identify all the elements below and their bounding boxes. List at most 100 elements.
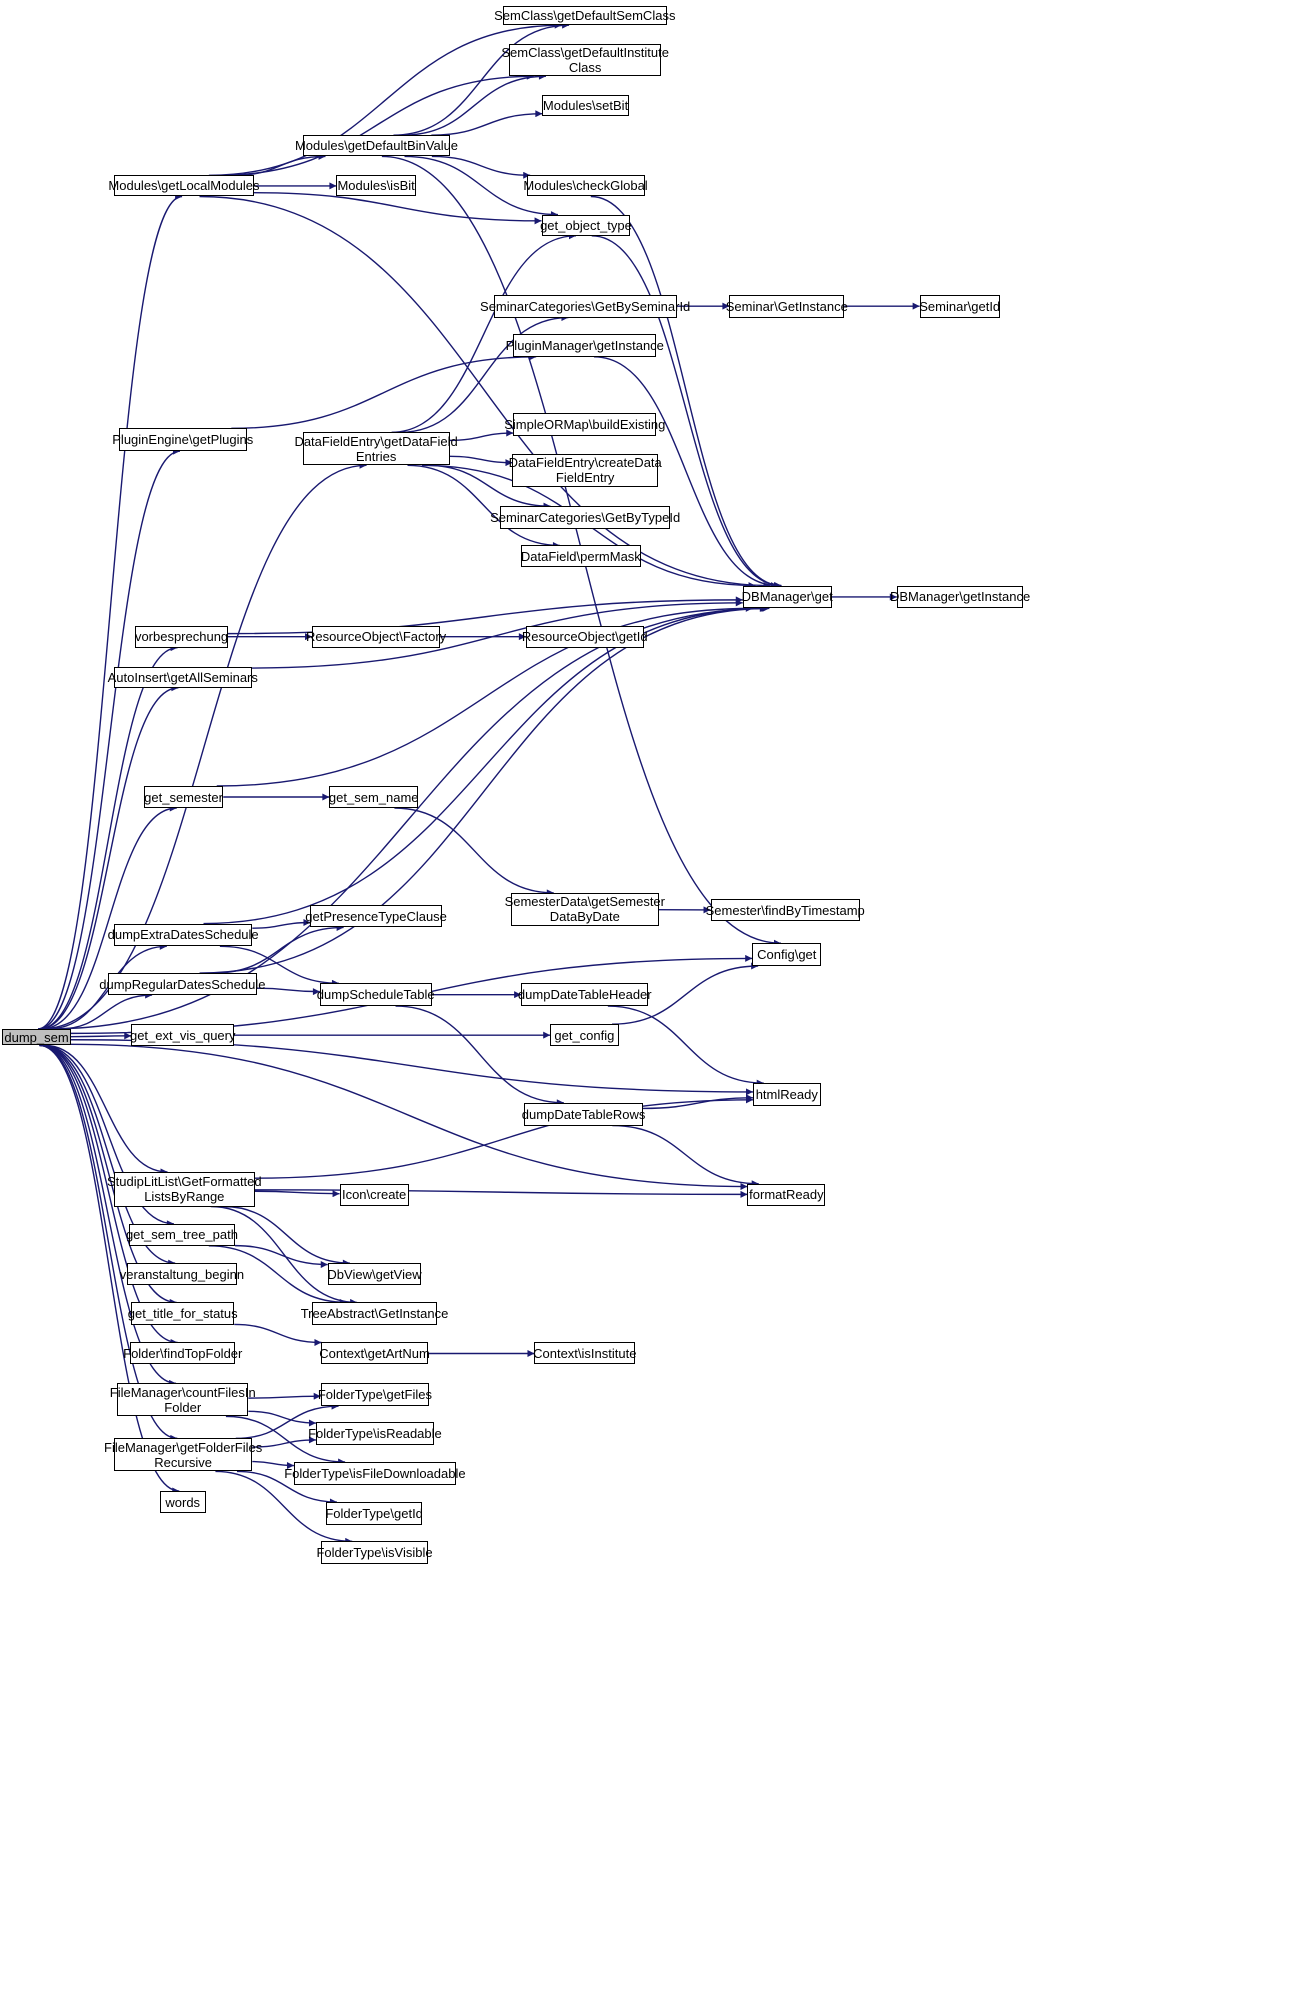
node-label: Seminar\GetInstance: [725, 298, 848, 314]
node-veranstaltung-beginn[interactable]: veranstaltung_beginn: [120, 1263, 244, 1286]
node-get-ext-vis-query[interactable]: get_ext_vis_query: [129, 1024, 236, 1047]
node-autoinsert-getallseminars[interactable]: AutoInsert\getAllSeminars: [108, 666, 258, 688]
node-label: TreeAbstract\GetInstance: [300, 1306, 449, 1322]
node-dbmanager-getinstance[interactable]: DBManager\getInstance: [890, 585, 1030, 609]
node-foldertype-getfiles[interactable]: FolderType\getFiles: [317, 1383, 432, 1407]
node-seminarcategories-getbyseminarid[interactable]: SeminarCategories\GetBySeminarId: [480, 294, 690, 318]
node-modules-getdefaultbinvalue[interactable]: Modules\getDefaultBinValue: [295, 135, 458, 157]
edge-datafieldentry-getdatafieldentries-to-seminarcategories-getbyseminarid: [400, 314, 569, 433]
node-filemanager-getfolderfilesrecursive[interactable]: FileManager\getFolderFiles Recursive: [104, 1438, 262, 1472]
node-semesterdata-getsemesterdatabydate[interactable]: SemesterData\getSemester DataByDate: [505, 892, 665, 926]
node-label: get_semester: [144, 789, 223, 805]
node-label: DataFieldEntry\getDataField Entries: [294, 433, 458, 464]
node-label: SemesterData\getSemester DataByDate: [504, 894, 665, 925]
node-simpleormap-buildexisting[interactable]: SimpleORMap\buildExisting: [504, 413, 665, 437]
node-context-isinstitute[interactable]: Context\isInstitute: [533, 1342, 636, 1365]
node-pluginengine-getplugins[interactable]: PluginEngine\getPlugins: [112, 428, 253, 452]
edge-filemanager-countfilesinfolder-to-foldertype-getfiles: [248, 1392, 321, 1400]
node-get-object-type[interactable]: get_object_type: [540, 214, 632, 236]
node-modules-isbit[interactable]: Modules\isBit: [336, 175, 416, 197]
edge-dump-sem-to-get-semester: [41, 804, 177, 1030]
node-label: words: [165, 1494, 201, 1510]
node-get-sem-tree-path[interactable]: get_sem_tree_path: [125, 1223, 238, 1246]
node-label: Modules\isBit: [337, 178, 415, 194]
node-foldertype-getid[interactable]: FolderType\getId: [325, 1502, 423, 1525]
node-icon-create[interactable]: Icon\create: [339, 1183, 409, 1206]
node-label: DataField\permMask: [520, 548, 641, 564]
edge-modules-getlocalmodules-to-modules-getdefaultbinvalue: [234, 152, 326, 176]
node-modules-getlocalmodules[interactable]: Modules\getLocalModules: [108, 175, 259, 197]
edge-filemanager-getfolderfilesrecursive-to-foldertype-getfiles: [235, 1402, 339, 1440]
node-vorbesprechung[interactable]: vorbesprechung: [135, 625, 228, 648]
node-get-config[interactable]: get_config: [550, 1024, 619, 1047]
node-modules-checkglobal[interactable]: Modules\checkGlobal: [523, 175, 648, 197]
edge-dumpregulardatesschedule-to-dumpscheduletable: [257, 987, 320, 996]
edge-get-object-type-to-dbmanager-get: [591, 235, 782, 590]
node-dumpregulardatesschedule[interactable]: dumpRegularDatesSchedule: [99, 973, 265, 996]
node-dumpscheduletable[interactable]: dumpScheduleTable: [316, 983, 435, 1007]
node-semclass-getdefaultsemclass[interactable]: SemClass\getDefaultSemClass: [494, 5, 675, 26]
node-get-semester[interactable]: get_semester: [143, 786, 224, 808]
edge-get-sem-name-to-semesterdata-getsemesterdatabydate: [394, 807, 554, 897]
node-seminarcategories-getbytypeid[interactable]: SeminarCategories\GetByTypeId: [490, 506, 680, 529]
edge-dumpregulardatesschedule-to-getpresencetypeclause: [213, 923, 344, 974]
node-htmlready[interactable]: htmlReady: [752, 1083, 821, 1106]
node-label: Config\get: [757, 947, 817, 963]
node-datafield-permmask[interactable]: DataField\permMask: [520, 545, 641, 568]
node-dbview-getview[interactable]: DbView\getView: [327, 1263, 422, 1286]
node-label: get_sem_tree_path: [125, 1227, 238, 1243]
node-words[interactable]: words: [159, 1491, 206, 1514]
node-studiplitlist-getformattedlistsbyrange[interactable]: StudipLitList\GetFormatted ListsByRange: [107, 1171, 262, 1207]
node-dbmanager-get[interactable]: DBManager\get: [742, 585, 833, 609]
edge-dump-sem-to-studiplitlist-getformattedlistsbyrange: [44, 1044, 168, 1176]
node-label: FolderType\getFiles: [317, 1387, 432, 1403]
node-label: Semester\findByTimestamp: [705, 902, 865, 918]
node-label: get_ext_vis_query: [129, 1027, 236, 1043]
node-treeabstract-getinstance[interactable]: TreeAbstract\GetInstance: [301, 1302, 448, 1326]
node-seminar-getid[interactable]: Seminar\getId: [919, 294, 1000, 318]
node-label: DataFieldEntry\createData FieldEntry: [508, 455, 662, 486]
node-pluginmanager-getinstance[interactable]: PluginManager\getInstance: [506, 334, 664, 357]
node-get-title-for-status[interactable]: get_title_for_status: [128, 1302, 238, 1326]
node-label: dumpScheduleTable: [316, 987, 435, 1003]
node-dumpdatetableheader[interactable]: dumpDateTableHeader: [518, 983, 652, 1007]
edge-filemanager-countfilesinfolder-to-foldertype-isfiledownloadable: [225, 1415, 346, 1466]
edge-dumpextradatesschedule-to-dbmanager-get: [203, 604, 767, 925]
node-datafieldentry-getdatafieldentries[interactable]: DataFieldEntry\getDataField Entries: [294, 432, 458, 466]
node-filemanager-countfilesinfolder[interactable]: FileManager\countFilesIn Folder: [110, 1383, 256, 1417]
node-resourceobject-getid[interactable]: ResourceObject\getId: [522, 625, 648, 648]
node-getpresencetypeclause[interactable]: getPresenceTypeClause: [305, 904, 447, 928]
node-get-sem-name[interactable]: get_sem_name: [329, 786, 419, 808]
edge-pluginmanager-getinstance-to-dbmanager-get: [593, 356, 779, 590]
node-dumpdatetablerows[interactable]: dumpDateTableRows: [522, 1102, 645, 1126]
node-foldertype-isvisible[interactable]: FolderType\isVisible: [316, 1541, 433, 1565]
edge-datafieldentry-getdatafieldentries-to-get-object-type: [391, 232, 577, 433]
node-semclass-getdefaultinstituteclass[interactable]: SemClass\getDefaultInstitute Class: [501, 44, 669, 77]
edge-datafieldentry-getdatafieldentries-to-datafieldentry-createdatafieldentry: [449, 455, 513, 467]
node-config-get[interactable]: Config\get: [752, 943, 822, 966]
node-foldertype-isreadable[interactable]: FolderType\isReadable: [308, 1421, 442, 1445]
edge-get-semester-to-dbmanager-get: [216, 604, 753, 787]
node-label: DBManager\getInstance: [889, 589, 1031, 605]
node-seminar-getinstance[interactable]: Seminar\GetInstance: [726, 294, 848, 318]
node-label: ResourceObject\getId: [521, 629, 648, 645]
node-datafieldentry-createdatafieldentry[interactable]: DataFieldEntry\createData FieldEntry: [509, 453, 662, 487]
node-dumpextradatesschedule[interactable]: dumpExtraDatesSchedule: [108, 923, 259, 947]
node-foldertype-isfiledownloadable[interactable]: FolderType\isFileDownloadable: [284, 1461, 466, 1485]
edge-dumpdatetablerows-to-formatready: [612, 1124, 759, 1188]
node-resourceobject-factory[interactable]: ResourceObject\Factory: [306, 625, 446, 648]
node-label: SimpleORMap\buildExisting: [504, 417, 666, 433]
node-context-getartnum[interactable]: Context\getArtNum: [319, 1342, 430, 1365]
edge-modules-getdefaultbinvalue-to-modules-setbit: [431, 110, 543, 136]
node-formatready[interactable]: formatReady: [747, 1183, 826, 1206]
node-label: Folder\findTopFolder: [123, 1345, 243, 1361]
edge-autoinsert-getallseminars-to-dbmanager-get: [251, 599, 743, 669]
node-dump-sem[interactable]: dump_sem: [2, 1028, 71, 1046]
edge-datafieldentry-getdatafieldentries-to-datafield-permmask: [407, 464, 560, 549]
node-folder-findtopfolder[interactable]: Folder\findTopFolder: [123, 1342, 242, 1365]
edge-datafieldentry-getdatafieldentries-to-simpleormap-buildexisting: [449, 429, 514, 442]
node-semester-findbytimestamp[interactable]: Semester\findByTimestamp: [706, 899, 865, 922]
node-modules-setbit[interactable]: Modules\setBit: [542, 95, 629, 116]
edge-dump-sem-to-dumpextradatesschedule: [48, 942, 167, 1030]
edge-dump-sem-to-pluginengine-getplugins: [38, 447, 180, 1030]
